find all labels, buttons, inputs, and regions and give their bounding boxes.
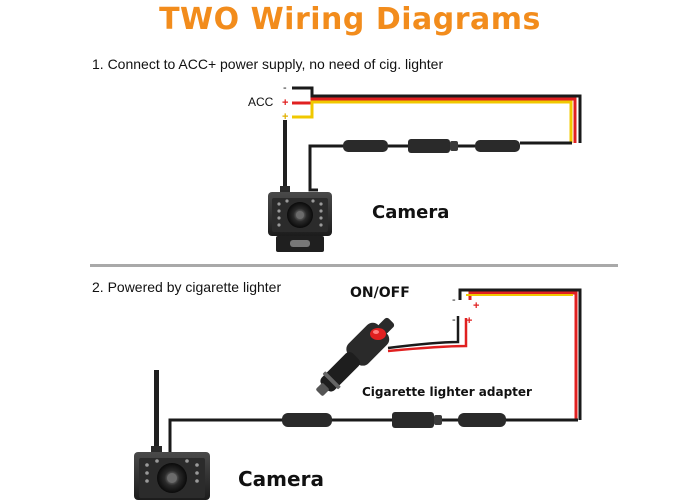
camera-1 xyxy=(268,120,332,252)
power-wires-1 xyxy=(292,86,582,145)
terminal-plus-yellow-1: + xyxy=(282,111,288,123)
page-title: TWO Wiring Diagrams xyxy=(159,2,541,37)
camera-2 xyxy=(134,370,210,500)
connector-socket xyxy=(392,412,434,428)
terminal-minus-1: - xyxy=(283,82,287,94)
acc-label: ACC xyxy=(248,95,274,109)
connector-plug xyxy=(343,140,388,152)
adapter-label: Cigarette lighter adapter xyxy=(362,385,532,399)
section-divider xyxy=(90,264,618,267)
connector-plug xyxy=(475,140,520,152)
antenna-icon xyxy=(283,120,287,192)
extension-cable-2 xyxy=(168,412,506,455)
terminal-minus-2a: - xyxy=(452,294,456,306)
camera-label-1: Camera xyxy=(372,202,450,223)
section-1-instruction: 1. Connect to ACC+ power supply, no need… xyxy=(92,56,444,72)
diagram-1: - + + xyxy=(268,82,582,252)
terminal-minus-2b: - xyxy=(452,314,456,326)
section-2-instruction: 2. Powered by cigarette lighter xyxy=(92,279,282,295)
terminal-plus-1: + xyxy=(282,97,288,109)
camera-label-2: Camera xyxy=(238,467,324,491)
diagram-2: - + - + xyxy=(134,288,582,500)
power-switch-icon xyxy=(370,328,386,340)
connector-plug xyxy=(458,413,506,427)
antenna-icon xyxy=(154,370,159,452)
connector-socket xyxy=(408,139,450,153)
terminal-plus-2a: + xyxy=(473,300,479,312)
on-off-label: ON/OFF xyxy=(350,285,410,301)
connector-plug xyxy=(282,413,332,427)
extension-cable-1 xyxy=(308,139,520,192)
terminal-plus-2b: + xyxy=(466,315,472,327)
adapter-wires xyxy=(387,288,582,422)
cigarette-lighter-adapter-icon xyxy=(316,317,395,396)
